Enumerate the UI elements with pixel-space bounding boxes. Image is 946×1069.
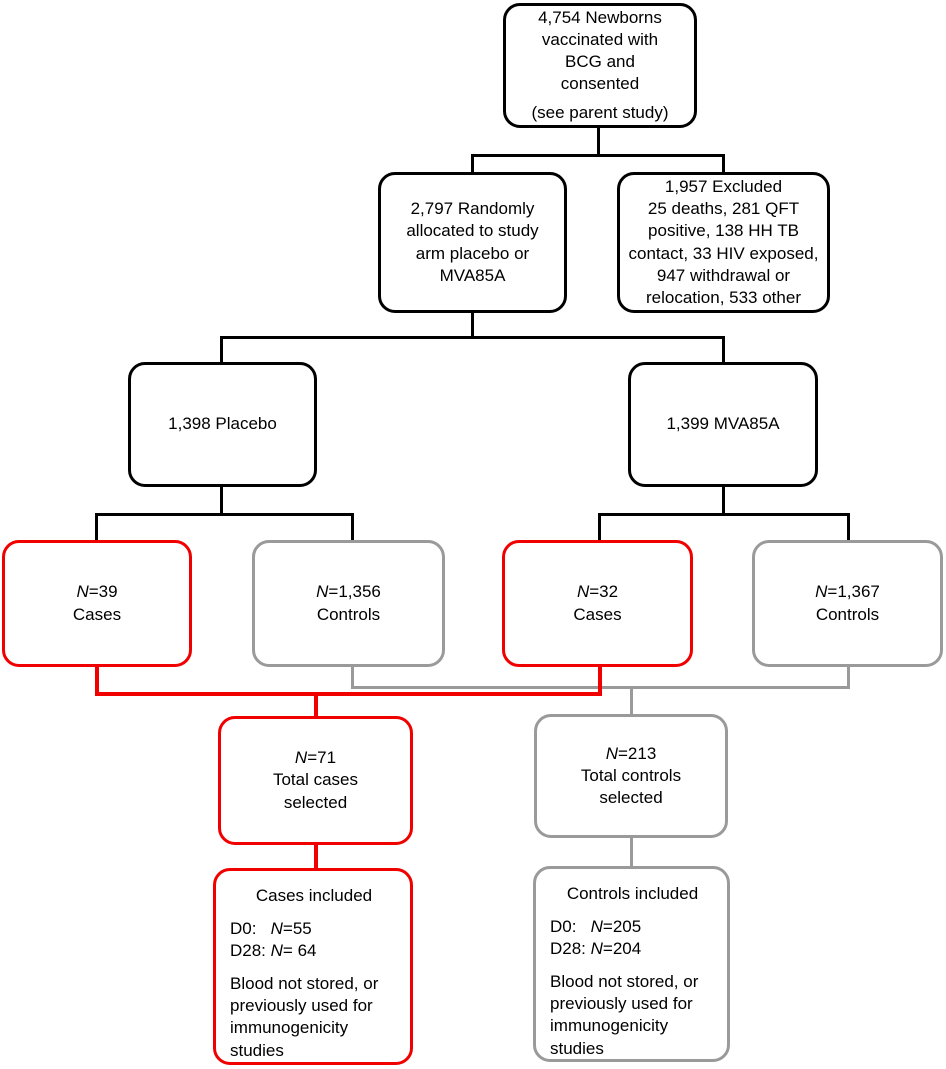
connector-to-total-controls xyxy=(630,686,633,716)
box-placebo-arm: 1,398 Placebo xyxy=(128,362,317,487)
box-controls-included: Controls included D0: N=205 D28: N=204 B… xyxy=(533,866,730,1062)
controls-included-title: Controls included xyxy=(566,884,699,903)
connector-to-mva85a-controls xyxy=(847,513,850,542)
connector-to-mva85a xyxy=(722,336,725,364)
box-mva85a-controls: N=1,367 Controls xyxy=(752,540,943,667)
box-enrolled: 4,754 Newborns vaccinated with BCG and c… xyxy=(503,3,697,128)
box-excluded: 1,957 Excluded 25 deaths, 281 QFT positi… xyxy=(617,172,830,313)
connector-randomized-down xyxy=(471,311,474,339)
randomized-text: 2,797 Randomly allocated to study arm pl… xyxy=(406,199,539,285)
connector-total-controls-down xyxy=(630,836,633,868)
connector-cases-merge-horizontal xyxy=(95,692,602,696)
box-mva85a-arm: 1,399 MVA85A xyxy=(628,362,818,487)
controls-included-note: Blood not stored, or previously used for… xyxy=(550,972,699,1058)
total-cases-text: N=71 Total cases selected xyxy=(272,748,359,812)
box-total-controls: N=213 Total controls selected xyxy=(534,714,728,838)
connector-enrolled-split-horizontal xyxy=(471,154,725,157)
connector-to-randomized xyxy=(471,154,474,174)
cases-included-title: Cases included xyxy=(255,886,373,905)
controls-included-counts: D0: N=205 D28: N=204 xyxy=(550,917,642,959)
box-placebo-controls: N=1,356 Controls xyxy=(252,540,445,667)
mva85a-cases-text: N=32 Cases xyxy=(573,582,622,624)
connector-placebo-split-horizontal xyxy=(95,513,354,516)
box-mva85a-cases: N=32 Cases xyxy=(502,540,693,667)
connector-to-total-cases xyxy=(314,692,318,718)
connector-mva85a-controls-down xyxy=(847,665,850,689)
placebo-arm-text: 1,398 Placebo xyxy=(168,414,277,434)
cases-included-note: Blood not stored, or previously used for… xyxy=(230,974,379,1060)
connector-to-mva85a-cases xyxy=(598,513,601,542)
connector-mva85a-cases-down xyxy=(598,665,602,696)
connector-to-placebo-cases xyxy=(95,513,98,542)
enrolled-note: (see parent study) xyxy=(531,103,669,123)
connector-enrolled-down xyxy=(597,128,600,157)
box-total-cases: N=71 Total cases selected xyxy=(218,716,413,845)
mva85a-arm-text: 1,399 MVA85A xyxy=(666,414,780,434)
cases-included-counts: D0: N=55 D28: N= 64 xyxy=(230,919,317,961)
box-randomized: 2,797 Randomly allocated to study arm pl… xyxy=(378,172,567,313)
connector-mva85a-split-horizontal xyxy=(598,513,850,516)
connector-mva85a-down xyxy=(722,485,725,516)
box-cases-included: Cases included D0: N=55 D28: N= 64 Blood… xyxy=(213,868,413,1065)
connector-to-excluded xyxy=(722,154,725,174)
total-controls-text: N=213 Total controls selected xyxy=(580,743,682,808)
enrolled-text: 4,754 Newborns vaccinated with BCG and c… xyxy=(538,7,662,94)
placebo-cases-text: N=39 Cases xyxy=(72,582,122,624)
connector-arms-split-horizontal xyxy=(220,336,725,339)
connector-to-placebo-controls xyxy=(351,513,354,542)
connector-placebo-down xyxy=(220,485,223,516)
connector-placebo-controls-down xyxy=(351,665,354,689)
box-placebo-cases: N=39 Cases xyxy=(2,540,192,667)
mva85a-controls-text: N=1,367 Controls xyxy=(815,582,880,624)
placebo-controls-text: N=1,356 Controls xyxy=(316,582,381,624)
excluded-text: 1,957 Excluded 25 deaths, 281 QFT positi… xyxy=(628,177,819,307)
connector-to-placebo xyxy=(220,336,223,364)
connector-placebo-cases-down xyxy=(95,665,99,696)
connector-total-cases-down xyxy=(314,843,318,870)
